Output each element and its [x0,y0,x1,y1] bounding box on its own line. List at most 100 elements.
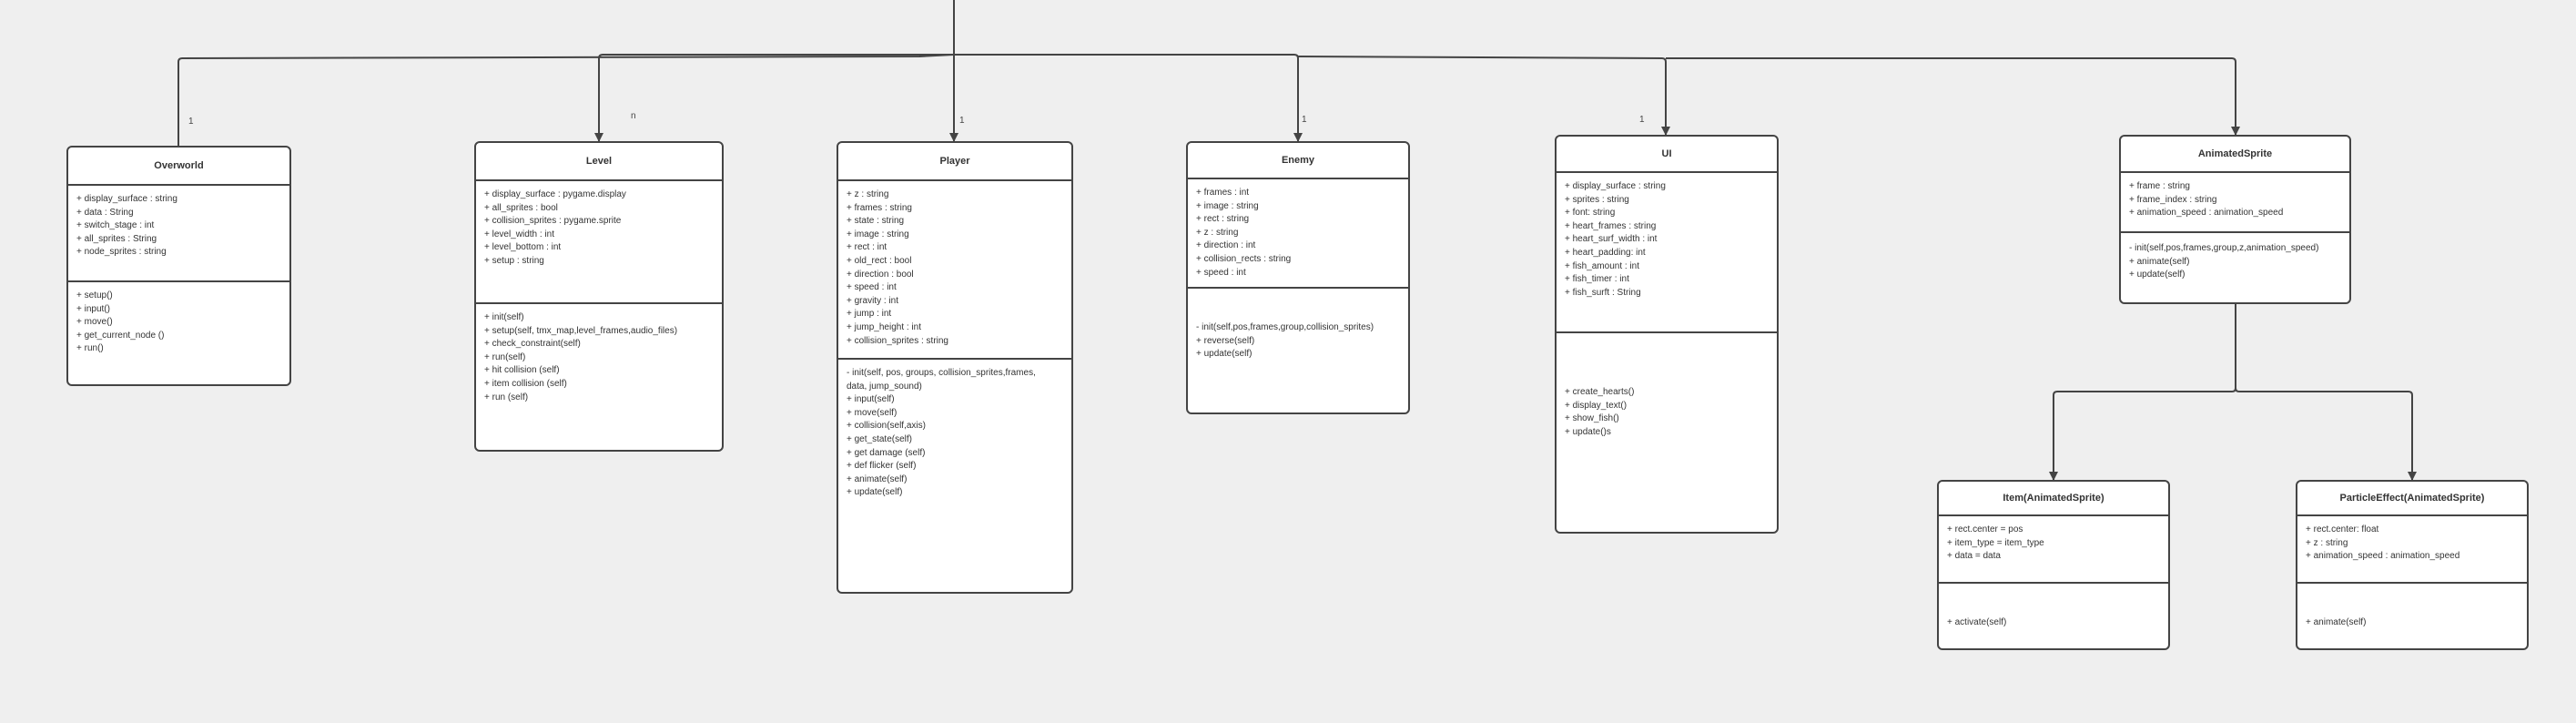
attribute-line: + z : string [847,189,889,199]
line-to-ui [1297,56,1670,136]
method-line: + item collision (self) [484,378,567,389]
attribute-line: + level_bottom : int [484,242,562,253]
attribute-line: + z : string [1196,227,1239,238]
attribute-line: + data = data [1947,551,2001,562]
class-box-item[interactable]: Item(AnimatedSprite) + rect.center = pos… [1937,480,2170,650]
method-line: + setup(self, tmx_map,level_frames,audio… [484,325,678,336]
attribute-line: + rect : int [847,242,887,253]
method-line: data, jump_sound) [847,381,922,392]
class-name: AnimatedSprite [2121,137,2349,173]
attribute-line: + fish_surft : String [1565,287,1641,298]
class-methods: - init(self,pos,frames,group,z,animation… [2121,233,2349,282]
method-line: + display_text() [1565,400,1628,411]
method-line: + update(self) [847,487,903,498]
attribute-line: + sprites : string [1565,194,1629,205]
class-methods: + init(self) + setup(self, tmx_map,level_… [476,304,722,404]
attribute-line: + rect.center = pos [1947,524,2023,535]
method-line: + get_state(self) [847,433,912,444]
attribute-line: + level_width : int [484,229,554,239]
method-line: + create_hearts() [1565,387,1635,397]
method-line: + def flicker (self) [847,461,917,472]
method-line: + update()s [1565,426,1611,437]
attribute-line: + all_sprites : String [76,233,157,244]
class-box-enemy[interactable]: Enemy + frames : int+ image : string+ re… [1186,141,1410,414]
attribute-line: + speed : int [847,282,897,293]
multiplicity-enemy: 1 [1302,115,1307,125]
class-methods: - init(self, pos, groups, collision_spri… [838,360,1071,500]
multiplicity-level: n [631,111,636,121]
line-to-level [594,54,954,142]
attribute-line: + heart_padding: int [1565,247,1646,258]
class-box-overworld[interactable]: Overworld + display_surface : string + da… [66,146,291,386]
method-line: + init(self) [484,312,524,322]
class-attributes: + display_surface : string + data : Strin… [68,186,289,282]
method-line: + input() [76,303,110,314]
attribute-line: + frame_index : string [2129,194,2217,205]
class-box-animatedsprite[interactable]: AnimatedSprite + frame : string + frame_i… [2119,135,2351,304]
line-to-item [2049,303,2236,481]
attribute-line: + data : String [76,207,134,218]
method-line: + update(self) [2129,270,2186,280]
line-to-particle [2235,387,2417,481]
method-line: + run() [76,343,104,354]
method-line: + collision(self,axis) [847,421,926,432]
method-line: - init(self,pos,frames,group,z,animation… [2129,243,2319,253]
class-attributes: + display_surface : pygame.display+ all_… [476,181,722,304]
attribute-line: + jump_height : int [847,321,921,332]
line-to-animated [1666,57,2240,136]
attribute-line: + frame : string [2129,181,2190,191]
attribute-line: + heart_surf_width : int [1565,234,1658,245]
attribute-line: + direction : bool [847,269,914,280]
class-name: Overworld [68,148,289,186]
class-name: Item(AnimatedSprite) [1939,482,2168,516]
attribute-line: + collision_rects : string [1196,253,1292,264]
method-line: + animate(self) [847,474,908,484]
method-line: + activate(self) [1947,617,2007,627]
line-to-enemy [954,54,1303,142]
attribute-line: + animation_speed : animation_speed [2306,551,2460,562]
attribute-line: + z : string [2306,537,2348,548]
method-line: + move() [76,317,113,328]
class-name: ParticleEffect(AnimatedSprite) [2297,482,2527,516]
method-line: + show_fish() [1565,413,1619,424]
class-methods: + setup()+ input()+ move()+ get_current_… [68,282,289,356]
class-attributes: + rect.center: float+ z : string+ animat… [2297,516,2527,584]
class-box-level[interactable]: Level + display_surface : pygame.display… [474,141,724,452]
attribute-line: + switch_stage : int [76,220,155,231]
method-line: + get damage (self) [847,447,926,458]
multiplicity-overworld: 1 [188,117,194,127]
attribute-line: + item_type = item_type [1947,537,2044,548]
class-name: Enemy [1188,143,1408,179]
class-methods: + activate(self) [1939,584,2168,630]
attribute-line: + old_rect : bool [847,255,912,266]
method-line: + update(self) [1196,349,1253,360]
attribute-line: + display_surface : string [76,194,177,204]
attribute-line: + image : string [1196,200,1259,211]
attribute-line: + fish_timer : int [1565,274,1629,285]
attribute-line: + jump : int [847,309,892,320]
method-line: + check_constraint(self) [484,339,581,350]
attribute-line: + animation_speed : animation_speed [2129,208,2284,219]
class-attributes: + z : string+ frames : string+ state : s… [838,181,1071,360]
attribute-line: + direction : int [1196,240,1256,251]
class-attributes: + rect.center = pos + item_type = item_ty… [1939,516,2168,584]
attribute-line: + collision_sprites : string [847,335,948,346]
attribute-line: + font: string [1565,208,1616,219]
class-box-particleeffect[interactable]: ParticleEffect(AnimatedSprite) + rect.ce… [2296,480,2529,650]
class-methods: + create_hearts() + display_text() + show_… [1557,333,1777,439]
method-line: + hit collision (self) [484,365,560,376]
class-methods: - init(self,pos,frames,group,collision_s… [1188,289,1408,362]
method-line: + animate(self) [2306,617,2367,627]
class-box-ui[interactable]: UI + display_surface : string+ sprites :… [1555,135,1779,534]
class-methods: + animate(self) [2297,584,2527,630]
attribute-line: + fish_amount : int [1565,260,1639,271]
attribute-line: + state : string [847,216,905,227]
attribute-line: + image : string [847,229,909,239]
class-name: Player [838,143,1071,181]
method-line: + move(self) [847,407,898,418]
attribute-line: + speed : int [1196,267,1246,278]
class-box-player[interactable]: Player + z : string+ frames : string+ st… [837,141,1073,594]
method-line: + get_current_node () [76,330,165,341]
class-attributes: + display_surface : string+ sprites : st… [1557,173,1777,333]
attribute-line: + rect : string [1196,214,1250,225]
